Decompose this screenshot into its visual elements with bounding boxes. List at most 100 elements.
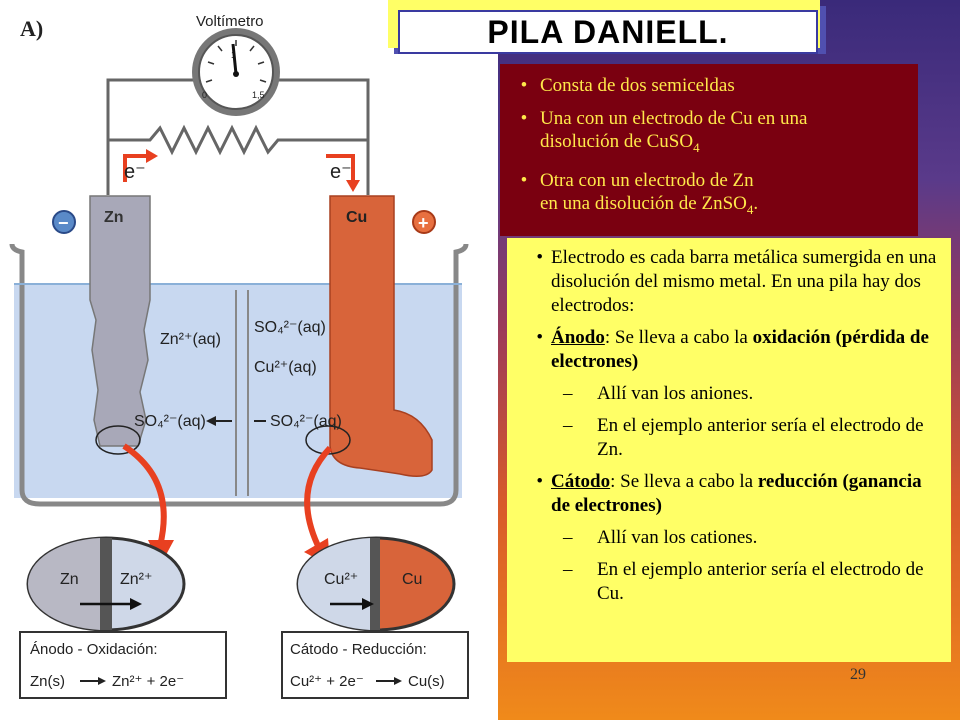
anode-term: Ánodo [551,327,605,348]
anode-zoom-arrowhead [130,598,142,610]
cathode-zoom-cu2: Cu²⁺ [324,571,358,588]
anode-zoom-interface [100,538,112,630]
list-item: • Electrodo es cada barra metálica sumer… [515,246,941,318]
cathode-reduction: reducción [757,471,838,492]
electron-arrow-right [326,154,355,180]
cathode-text: : Se lleva a cabo la [610,471,758,492]
cathode-sub-1: Allí van los cationes. [597,527,758,548]
anode-zoom-zinc-side [27,538,100,630]
list-item: • Consta de dos semiceldas [508,74,910,97]
bullet: • [520,75,528,96]
list-item: • Una con un electrodo de Cu en una diso… [508,107,910,159]
ion-zn-label: Zn²⁺(aq) [160,331,221,348]
electron-arrowhead-left [146,149,158,163]
anode-reaction-left: Zn(s) [30,673,65,690]
cathode-parenthetical: (ganancia de electrones) [551,471,922,516]
copper-label: Cu [346,209,367,226]
bullet: • [536,471,543,492]
ion-so4-right-label: SO₄²⁻(aq) [254,319,326,336]
summary-item-2: Una con un electrodo de Cu en una disolu… [540,107,808,159]
anode-sub-1: Allí van los aniones. [597,383,754,404]
cathode-zoom-cu: Cu [402,571,422,588]
anode-text: : Se lleva a cabo la [604,327,753,348]
cathode-term: Cátodo [551,471,611,492]
cathode-zoom-solution-side [297,538,370,630]
ion-migration-arrowhead [206,416,216,426]
daniell-cell-figure: A) Voltímetro 0 1 1,5 e⁻ e⁻ − [9,13,469,699]
zoom-arrow-cathode [304,445,333,552]
zinc-label: Zn [104,209,124,226]
electrode-definition: Electrodo es cada barra metálica sumergi… [551,247,937,316]
list-item: – En el ejemplo anterior sería el electr… [515,414,941,462]
anode-reaction-box [19,631,227,699]
summary-item-3: Otra con un electrodo de Zn en una disol… [540,169,758,221]
subscript: 4 [693,139,700,155]
summary-item-2-line-1: Una con un electrodo de Cu en una [540,108,808,129]
meter-scale-15: 1,5 [252,90,265,100]
anode-parenthetical: (pérdida de electrones) [551,327,929,372]
cathode-reaction-left: Cu²⁺ + 2e⁻ [290,673,364,690]
list-item: • Ánodo: Se lleva a cabo la oxidación (p… [515,326,941,374]
anode-zoom-zn: Zn [60,571,79,588]
period: . [753,192,759,214]
ion-so4-left-label: SO₄²⁻(aq) [134,413,206,430]
anode-reaction-title: Ánodo - Oxidación: [30,641,158,658]
list-item: – Allí van los cationes. [515,526,941,550]
summary-item-1: Consta de dos semiceldas [540,75,735,96]
list-item: – En el ejemplo anterior sería el electr… [515,558,941,606]
list-item: • Cátodo: Se lleva a cabo la reducción (… [515,470,941,518]
ion-cu-label: Cu²⁺(aq) [254,359,317,376]
copper-electrode [329,195,433,477]
dash: – [563,383,573,404]
anode-reaction-right: Zn²⁺ + 2e⁻ [112,673,184,690]
zinc-electrode [89,195,151,447]
anode-definition: Ánodo: Se lleva a cabo la oxidación (pér… [551,326,941,374]
zoom-arrow-anode [122,443,167,547]
wire-right-top [278,78,370,195]
anode-zoom-zn2: Zn²⁺ [120,571,152,588]
minus-label: − [58,213,69,233]
summary-item-2-line-2: disolución de CuSO [540,131,694,152]
electron-label-right: e⁻ [330,161,352,183]
cathode-reaction-title: Cátodo - Reducción: [290,641,427,658]
cathode-zoom-interface [370,538,380,630]
voltmeter-pivot [233,71,239,77]
ion-so4-bridge-label: SO₄²⁻(aq) [270,413,342,430]
electrode-definition-box: • Electrodo es cada barra metálica sumer… [507,238,951,662]
beaker [9,243,469,507]
plus-sign-icon [412,210,436,234]
cathode-reaction-arrowhead [394,677,402,685]
anode-sub-2: En el ejemplo anterior sería el electrod… [597,415,924,460]
anode-reaction-arrowhead [98,677,106,685]
title-box: PILA DANIELL. [398,10,818,54]
electron-label-left: e⁻ [124,161,146,183]
voltmeter-label: Voltímetro [196,13,264,30]
list-item: • Otra con un electrodo de Zn en una dis… [508,169,910,221]
voltmeter-ticks [205,40,267,83]
zoom-circle-anode [95,425,141,455]
cathode-definition: Cátodo: Se lleva a cabo la reducción (ga… [551,470,941,518]
bullet: • [536,327,543,348]
list-item: – Allí van los aniones. [515,382,941,406]
dash: – [563,559,573,580]
cathode-sub-2: En el ejemplo anterior sería el electrod… [597,559,924,604]
cathode-reaction-right: Cu(s) [408,673,445,690]
minus-sign-icon [52,210,76,234]
summary-item-3-line-2: en una disolución de ZnSO [540,192,747,214]
dash: – [563,415,573,436]
meter-scale-0: 0 [202,90,207,100]
anode-oxidation: oxidación [752,327,831,348]
summary-box: • Consta de dos semiceldas • Una con un … [500,64,918,236]
electron-arrowhead-right [346,180,360,192]
daniell-cell-diagram: A) Voltímetro 0 1 1,5 e⁻ e⁻ − [9,13,469,699]
bullet: • [536,247,543,268]
summary-item-3-line-1: Otra con un electrodo de Zn [540,169,754,191]
electron-arrow-left [123,154,146,182]
slide-title: PILA DANIELL. [487,13,729,50]
bullet: • [520,169,528,191]
cathode-reaction-box [281,631,469,699]
voltmeter-needle [231,43,238,75]
page-number: 29 [850,666,866,683]
figure-label-a: A) [20,16,43,41]
bullet: • [520,108,528,129]
